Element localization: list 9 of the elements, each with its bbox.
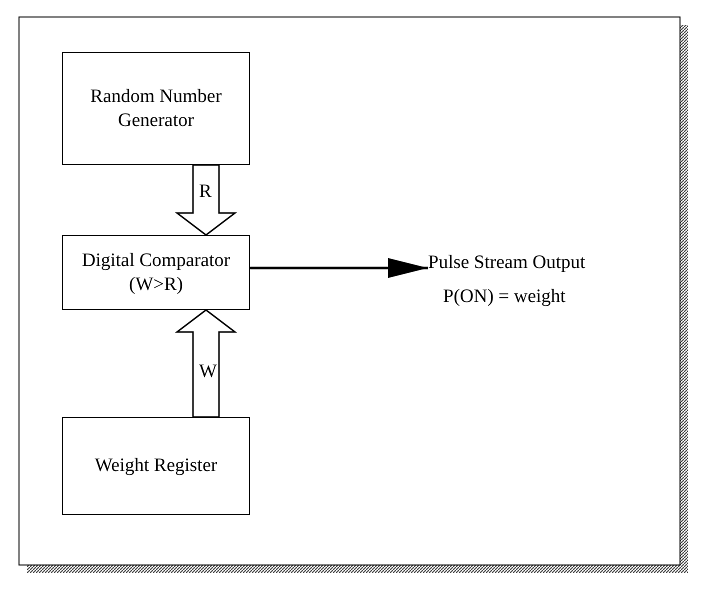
probability-formula: P(ON) = weight [443,285,566,309]
box-label: Digital Comparator (W>R) [80,248,232,296]
box-label: Weight Register [94,454,218,478]
arrow [250,258,428,278]
box-label: Random Number Generator [89,84,223,132]
process-box [62,52,250,165]
process-box [62,235,250,310]
output-label: Pulse Stream Output [428,251,586,275]
process-box [62,417,250,515]
